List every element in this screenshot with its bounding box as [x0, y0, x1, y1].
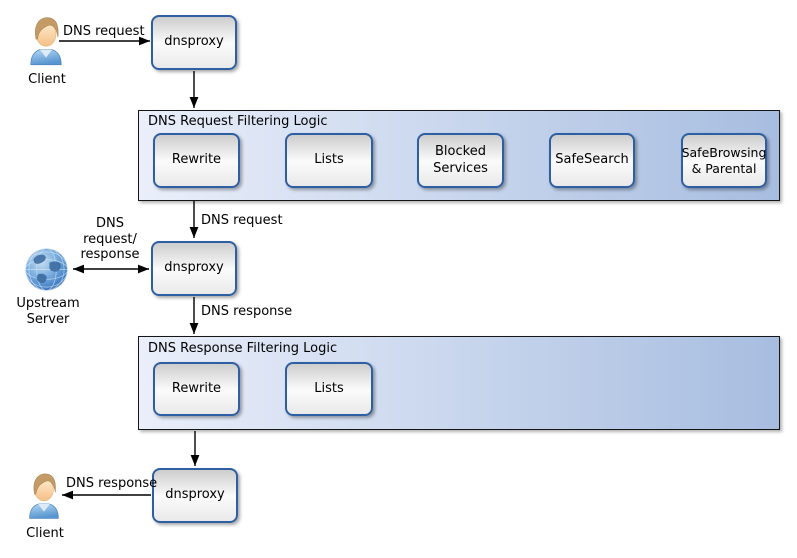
person-icon: [27, 13, 65, 71]
response-filter-box-lists: Lists: [285, 362, 373, 416]
response-filter-box-rewrite: Rewrite: [153, 362, 240, 416]
request-filter-box-blocked-services: Blocked Services: [417, 133, 504, 188]
request-filter-box-rewrite: Rewrite: [153, 133, 240, 188]
box-label: Services: [433, 160, 488, 176]
response-filter-title: DNS Response Filtering Logic: [148, 341, 338, 356]
response-filter-group: [138, 336, 780, 430]
box-label: SafeSearch: [555, 152, 629, 168]
box-label: SafeBrowsing: [681, 144, 767, 160]
edge-label-dns-response-mid: DNS response: [201, 304, 293, 319]
box-label: Lists: [314, 380, 344, 396]
box-label: Rewrite: [171, 152, 222, 168]
request-filter-box-lists: Lists: [285, 133, 373, 188]
edge-label-dns-response-bottom: DNS response: [66, 476, 158, 491]
box-label: Blocked: [435, 144, 486, 160]
request-filter-title: DNS Request Filtering Logic: [148, 114, 328, 129]
request-filter-box-safebrowsing: SafeBrowsing & Parental: [681, 133, 767, 188]
dnsproxy-middle-node: dnsproxy: [151, 241, 237, 296]
globe-icon: [24, 247, 69, 296]
edge-label-dns-request-mid: DNS request: [201, 213, 283, 228]
edge-label-dns-request-top: DNS request: [63, 24, 145, 39]
dnsproxy-middle-label: dnsproxy: [164, 260, 224, 276]
box-label: & Parental: [691, 160, 757, 176]
box-label: Lists: [314, 152, 344, 168]
box-label: Rewrite: [171, 380, 222, 396]
client-bottom-label: Client: [26, 526, 64, 541]
request-filter-box-safesearch: SafeSearch: [549, 133, 635, 188]
dnsproxy-bottom-label: dnsproxy: [165, 487, 225, 503]
dnsproxy-bottom-node: dnsproxy: [152, 468, 238, 523]
dnsproxy-top-node: dnsproxy: [151, 15, 237, 70]
upstream-server-label: Upstream Server: [16, 296, 80, 327]
edge-label-upstream: DNS request/ response: [80, 216, 140, 263]
client-top-label: Client: [28, 72, 66, 87]
dnsproxy-top-label: dnsproxy: [164, 34, 224, 50]
person-icon: [26, 469, 62, 525]
